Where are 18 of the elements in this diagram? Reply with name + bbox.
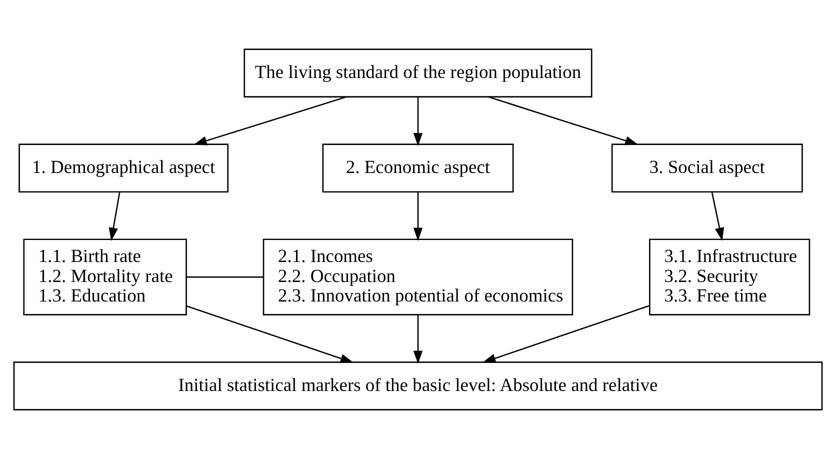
arrow bbox=[488, 96, 638, 146]
arrow bbox=[413, 97, 423, 146]
node-box: 1. Demographical aspect bbox=[18, 144, 229, 193]
arrow bbox=[711, 192, 724, 241]
arrow bbox=[482, 305, 650, 363]
arrow bbox=[194, 96, 347, 146]
node-box: 3. Social aspect bbox=[611, 144, 803, 193]
arrow bbox=[413, 314, 423, 364]
node-box: 1.1. Birth rate 1.2. Mortality rate 1.3. Education bbox=[23, 238, 187, 316]
arrow bbox=[186, 305, 354, 363]
node-box: 2. Economic aspect bbox=[322, 144, 514, 193]
node-box: 2.1. Incomes 2.2. Occupation 2.3. Innovation potential of economics bbox=[262, 238, 574, 316]
arrow bbox=[413, 192, 423, 241]
connector bbox=[186, 276, 264, 278]
node-box: Initial statistical markers of the basic level: Absolute and relative bbox=[13, 362, 823, 410]
arrow bbox=[108, 192, 120, 241]
node-box: The living standard of the region population bbox=[244, 48, 592, 98]
node-box: 3.1. Infrastructure 3.2. Security 3.3. Free time bbox=[649, 238, 810, 316]
